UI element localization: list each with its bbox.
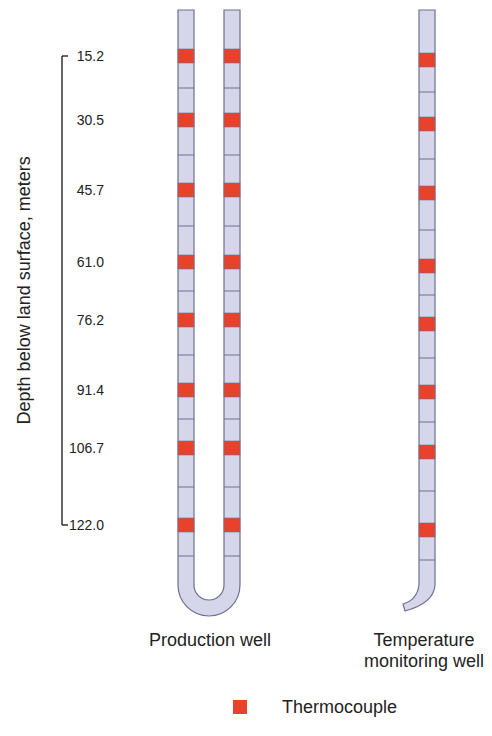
depth-value: 76.2	[77, 312, 104, 328]
axis-title: Depth below land surface, meters	[14, 156, 35, 424]
monitoring-well-pipe	[403, 10, 435, 611]
thermocouple	[224, 383, 240, 397]
depth-value: 106.7	[69, 440, 104, 456]
thermocouple	[178, 113, 194, 127]
thermocouple	[419, 385, 435, 399]
thermocouple	[178, 313, 194, 327]
pipe-joint	[178, 487, 194, 488]
depth-value: 61.0	[77, 254, 104, 270]
legend-text: Thermocouple	[282, 697, 397, 718]
depth-bracket	[62, 56, 68, 525]
thermocouple	[178, 441, 194, 455]
thermocouple	[419, 445, 435, 459]
thermocouple	[224, 49, 240, 63]
thermocouple	[178, 49, 194, 63]
depth-value: 45.7	[77, 182, 104, 198]
pipe-joint	[419, 230, 435, 231]
pipe-joint	[419, 358, 435, 359]
pipe-joint	[224, 355, 240, 356]
pipe-joint	[224, 155, 240, 156]
pipe-joint	[224, 88, 240, 89]
pipe-joint	[419, 159, 435, 160]
thermocouple	[178, 255, 194, 269]
thermocouple	[178, 383, 194, 397]
pipe-joint	[224, 487, 240, 488]
pipe-joint	[224, 291, 240, 292]
pipe-joint	[419, 295, 435, 296]
pipe-joint	[419, 491, 435, 492]
pipe-joint	[419, 422, 435, 423]
depth-value: 122.0	[69, 517, 104, 533]
thermocouple	[224, 313, 240, 327]
thermocouple	[224, 183, 240, 197]
thermocouple	[419, 259, 435, 273]
pipe-joint	[224, 556, 240, 557]
depth-value: 30.5	[77, 112, 104, 128]
pipe-joint	[419, 92, 435, 93]
pipe-joint	[178, 155, 194, 156]
pipe-joint	[419, 560, 435, 561]
pipe-joint	[178, 291, 194, 292]
depth-value: 91.4	[77, 382, 104, 398]
thermocouple	[419, 317, 435, 331]
thermocouple	[419, 523, 435, 537]
thermocouple	[419, 117, 435, 131]
thermocouple	[224, 441, 240, 455]
well-label: Temperature monitoring well	[356, 630, 492, 671]
pipe-joint	[178, 226, 194, 227]
thermocouple	[419, 53, 435, 67]
thermocouple	[178, 183, 194, 197]
thermocouple	[178, 518, 194, 532]
pipe-joint	[178, 355, 194, 356]
pipe-joint	[224, 419, 240, 420]
pipe-joint	[178, 556, 194, 557]
well-label: Production well	[145, 630, 275, 651]
thermocouple	[224, 113, 240, 127]
pipe-joint	[178, 88, 194, 89]
pipe-joint	[178, 419, 194, 420]
thermocouple	[224, 518, 240, 532]
depth-value: 15.2	[77, 48, 104, 64]
thermocouple	[419, 186, 435, 200]
thermocouple	[224, 255, 240, 269]
pipe-joint	[224, 226, 240, 227]
production-well-pipe	[178, 10, 240, 616]
legend-swatch	[233, 700, 247, 714]
